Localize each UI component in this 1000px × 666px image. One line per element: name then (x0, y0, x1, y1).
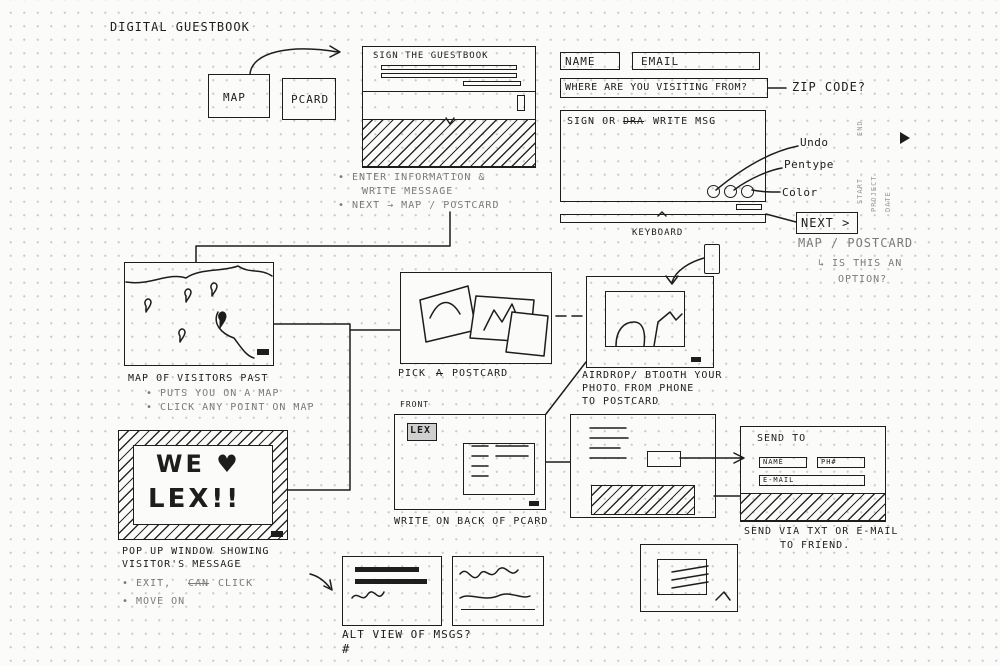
send-to-screen: SEND TO NAME PH# E-MAIL (740, 426, 886, 522)
popup-caption-2: VISITOR'S MESSAGE (122, 559, 242, 570)
play-arrow-icon (900, 132, 910, 144)
airdrop-caption-1: AIRDROP/ BTOOTH YOUR (582, 370, 723, 381)
alt-view-scribble: # (342, 642, 351, 656)
send-name-field[interactable]: NAME (759, 457, 807, 468)
popup-close-tab[interactable] (271, 531, 283, 537)
airdrop-screen (586, 276, 714, 368)
popup-message-line2: LEX!! (148, 484, 242, 514)
next-button-large[interactable]: NEXT > (796, 212, 858, 234)
map-option-card[interactable]: MAP (208, 74, 270, 118)
write-back-caption: WRITE ON BACK OF PCARD (394, 516, 549, 527)
map-postcard-note: MAP / POSTCARD (798, 236, 914, 250)
airdrop-caption-2: PHOTO FROM PHONE (582, 383, 695, 394)
airdrop-caption-3: TO POSTCARD (582, 396, 660, 407)
pentype-label: Pentype (784, 158, 834, 171)
postcard-edit-screen (570, 414, 716, 518)
color-icon[interactable] (741, 185, 754, 198)
page-title: DIGITAL GUESTBOOK (110, 20, 250, 34)
send-to-heading: SEND TO (757, 433, 807, 444)
email-field[interactable] (381, 73, 517, 78)
postcard-close-tab[interactable] (529, 501, 539, 506)
popup-note-suffix: CLICK (218, 578, 254, 589)
popup-note-struck: CAN (188, 578, 210, 589)
alt-view-caption: ALT VIEW OF MSGS? (342, 628, 472, 641)
small-toggle[interactable] (736, 204, 762, 210)
popup-note-prefix: • EXIT, (122, 578, 172, 589)
zip-code-note: ZIP CODE? (792, 80, 867, 94)
pick-caption-prefix: PICK (398, 368, 427, 379)
color-label: Color (782, 186, 818, 199)
final-postcard (657, 559, 707, 595)
option-note-2: OPTION? (838, 274, 888, 285)
send-keyboard[interactable] (740, 493, 886, 521)
sign-suffix: WRITE MSG (653, 116, 717, 127)
map-close-tab[interactable] (257, 349, 269, 355)
email-input-label: EMAIL (641, 55, 680, 68)
popup-message-line1: WE ♥ (156, 450, 241, 478)
send-caption-2: TO FRIEND. (780, 540, 851, 551)
next-button[interactable] (517, 95, 525, 111)
edit-keyboard[interactable] (591, 485, 695, 515)
front-thumbnail-text: LEX (410, 425, 432, 436)
keyboard-label: KEYBOARD (632, 228, 684, 238)
sign-struck: DRA (623, 116, 645, 127)
alt-view-screen-a (342, 556, 442, 626)
alt-view-screen-b (452, 556, 544, 626)
front-label: FRONT (400, 400, 430, 409)
location-input-label: WHERE ARE YOU VISITING FROM? (565, 82, 748, 93)
popup-note-2: • MOVE ON (122, 596, 186, 607)
postcard-back[interactable] (463, 443, 535, 495)
popup-window-frame: WE ♥ LEX!! (118, 430, 288, 540)
front-thumbnail[interactable]: LEX (407, 423, 437, 441)
sign-note-3: • NEXT → MAP / POSTCARD (338, 200, 500, 211)
name-input-label: NAME (565, 55, 596, 68)
phone-icon (704, 244, 720, 274)
email-input[interactable]: EMAIL (632, 52, 760, 70)
final-postcard-screen (640, 544, 738, 612)
sign-note-2: WRITE MESSAGE (362, 186, 454, 197)
send-name-label: NAME (763, 458, 784, 466)
next-button-label: NEXT > (801, 216, 851, 230)
start-arrow (249, 48, 339, 75)
option-note-1: ↳ IS THIS AN (818, 258, 903, 269)
sign-prefix: SIGN OR (567, 116, 617, 127)
sign-guestbook-heading: SIGN THE GUESTBOOK (373, 51, 489, 61)
send-email-label: E-MAIL (763, 476, 795, 484)
pick-caption-suffix: POSTCARD (452, 368, 509, 379)
send-caption-1: SEND VIA TXT OR E-MAIL (744, 526, 899, 537)
map-caption: MAP OF VISITORS PAST (128, 373, 269, 384)
name-field[interactable] (381, 65, 517, 70)
location-field[interactable] (463, 81, 521, 86)
postcard-option-card[interactable]: PCARD (282, 78, 336, 120)
popup-caption-1: POP UP WINDOW SHOWING (122, 546, 270, 557)
airdrop-close-tab[interactable] (691, 357, 701, 362)
pen-type-icon[interactable] (724, 185, 737, 198)
undo-label: Undo (800, 136, 829, 149)
map-note-1: • PUTS YOU ON A MAP (146, 388, 280, 399)
send-phone-label: PH# (821, 458, 837, 466)
sign-guestbook-screen: SIGN THE GUESTBOOK (362, 46, 536, 168)
undo-icon[interactable] (707, 185, 720, 198)
map-option-label: MAP (223, 91, 246, 104)
visitor-map-screen[interactable] (124, 262, 274, 366)
map-note-2: • CLICK ANY POINT ON MAP (146, 402, 315, 413)
pick-caption-struck: A (436, 368, 444, 379)
postcard-option-label: PCARD (291, 93, 330, 106)
name-input[interactable]: NAME (560, 52, 620, 70)
sign-note-1: • ENTER INFORMATION & (338, 172, 486, 183)
keyboard-area[interactable] (362, 119, 536, 167)
address-field[interactable] (647, 451, 681, 467)
send-phone-field[interactable]: PH# (817, 457, 865, 468)
keyboard-bar[interactable] (560, 214, 766, 223)
popup-message-area: WE ♥ LEX!! (133, 445, 273, 525)
message-canvas[interactable]: SIGN OR DRA WRITE MSG (560, 110, 766, 202)
photo-frame (605, 291, 685, 347)
send-email-field[interactable]: E-MAIL (759, 475, 865, 486)
